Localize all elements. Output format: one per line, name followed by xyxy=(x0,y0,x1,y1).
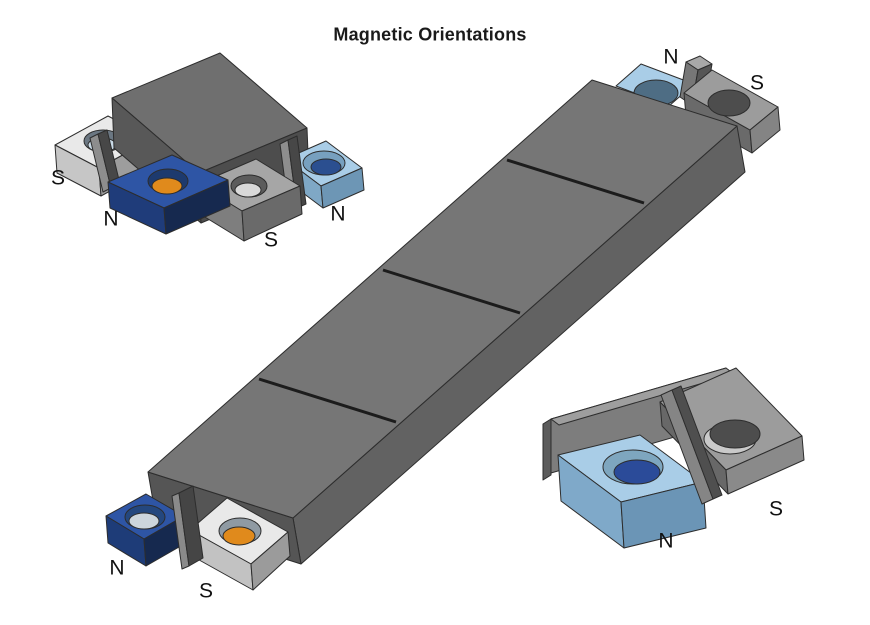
beam-end-bottom-left xyxy=(106,486,290,590)
magnet-hole-interior xyxy=(614,460,660,484)
fin-side-face xyxy=(672,386,722,499)
plate-right-face xyxy=(750,107,780,153)
plate-right-face xyxy=(726,436,804,494)
pole-label-beam-top-n: N xyxy=(663,45,679,69)
wall-end-face xyxy=(543,419,551,480)
magnet-side-face xyxy=(321,168,364,208)
magnet-side-face xyxy=(164,180,230,234)
beam-top-face xyxy=(148,80,737,518)
divider-fin-bottom-left xyxy=(172,486,203,569)
pole-label-beam-bottom-s: S xyxy=(198,579,214,603)
page-title: Magnetic Orientations xyxy=(333,24,527,45)
pole-label-detail-s: S xyxy=(768,497,784,521)
north-magnet-assembly-blue xyxy=(108,155,230,234)
magnet-assembly xyxy=(55,53,364,241)
divider-fin-detail xyxy=(661,386,722,504)
detail-view xyxy=(543,368,804,548)
north-magnet-bottom-left xyxy=(106,494,186,566)
pole-label-assembly-blue-n: N xyxy=(103,207,119,231)
magnet-hole-interior xyxy=(311,159,341,175)
magnet-side-face xyxy=(621,482,706,548)
beam-segment-line xyxy=(507,160,644,203)
pole-label-detail-n: N xyxy=(658,529,674,553)
magnet-hole-interior xyxy=(129,513,159,529)
pole-label-beam-top-s: S xyxy=(749,71,765,95)
beam-segment-line xyxy=(259,379,396,422)
beam-segment-line xyxy=(383,270,520,313)
fin-side-face xyxy=(179,486,203,566)
magnet-side-face xyxy=(242,186,302,241)
magnet-hole-interior xyxy=(152,178,182,194)
north-magnet-detail xyxy=(558,435,706,548)
magnet-side-face xyxy=(251,532,290,590)
plate-hole xyxy=(708,90,750,116)
pole-label-assembly-left-s: S xyxy=(50,166,66,190)
magnet-hole-interior xyxy=(235,183,261,197)
pole-label-assembly-lightblue-n: N xyxy=(330,202,346,226)
magnet-hole-interior xyxy=(223,527,255,545)
south-magnet-bottom-left xyxy=(190,498,290,590)
pole-label-assembly-gray-s: S xyxy=(263,228,279,252)
plate-hole xyxy=(710,420,760,448)
pole-label-beam-bottom-n: N xyxy=(109,556,125,580)
